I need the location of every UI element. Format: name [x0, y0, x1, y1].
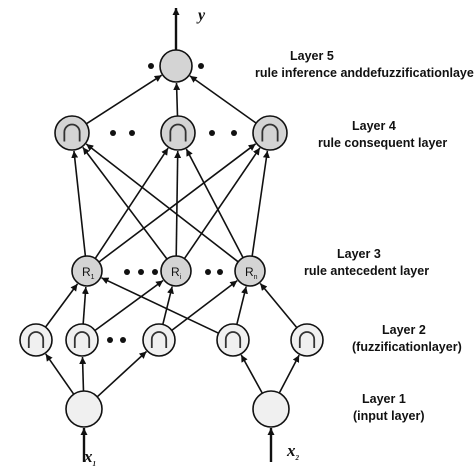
- membership-function-icon: [73, 331, 91, 348]
- layer1-title: Layer 1: [362, 392, 406, 406]
- edge-l2-l3: [81, 286, 89, 325]
- rule-node-subscript: i: [180, 274, 182, 281]
- layer4-node-2: [160, 115, 196, 151]
- rule-node-letter: R: [82, 265, 91, 279]
- edge-l2-l3: [44, 283, 79, 328]
- edge-l4-l5: [173, 82, 181, 117]
- ellipsis-dot: [198, 63, 204, 69]
- layer2-title: Layer 2: [382, 323, 426, 337]
- edge-l2-l3: [101, 277, 219, 334]
- membership-function-icon: [261, 123, 279, 142]
- layer3-rule-node-i: Ri: [160, 255, 192, 287]
- layer3-subtitle: rule antecedent layer: [304, 264, 429, 278]
- ellipsis-dot: [148, 63, 154, 69]
- ellipsis-dot: [231, 130, 237, 136]
- edge-l1-l2: [45, 353, 75, 395]
- layer1-input-node-x1: [65, 390, 103, 428]
- rule-node-label: Ri: [171, 265, 182, 281]
- ellipsis-dot: [120, 337, 126, 343]
- input-label-x1: x1: [83, 447, 96, 468]
- edge-l3-l4: [85, 143, 239, 263]
- layer3-rule-node-n: Rn: [234, 255, 266, 287]
- input-x1-subscript: 1: [93, 460, 97, 468]
- ellipsis-dots: [107, 63, 237, 343]
- layer4-title: Layer 4: [352, 119, 396, 133]
- layer2-node-x1-2: [65, 323, 99, 357]
- edge-l2-l3: [259, 282, 298, 329]
- edge-l4-l5: [189, 75, 257, 124]
- layer2-node-x1-3: [142, 323, 176, 357]
- edge-l3-l4: [71, 150, 87, 257]
- rule-node-subscript: n: [254, 274, 258, 281]
- layer4-node-1: [54, 115, 90, 151]
- edge-l3-l4: [183, 147, 261, 260]
- edge-l3-l4: [251, 150, 270, 257]
- edge-l1-l2: [278, 354, 300, 394]
- membership-function-icon: [150, 331, 168, 348]
- ellipsis-dot: [217, 269, 223, 275]
- rule-node-letter: R: [171, 265, 180, 279]
- layer2-node-x2-2: [290, 323, 324, 357]
- rule-node-label: Rn: [245, 265, 258, 281]
- membership-function-icon: [224, 331, 242, 348]
- layer5-subtitle: rule inference anddefuzzificationlaye: [255, 66, 474, 80]
- layer3-rule-node-1: R1: [71, 255, 103, 287]
- output-variable-y: y: [196, 7, 206, 24]
- edge-l1-l2: [79, 356, 87, 392]
- edge-l2-l3: [171, 280, 238, 331]
- edge-l1-l2: [96, 350, 148, 398]
- edge-l3-l4: [174, 150, 182, 257]
- input-label-x2: x2: [286, 441, 300, 462]
- membership-function-icon: [169, 123, 187, 142]
- layer5-output-node: [159, 49, 193, 83]
- membership-function-icon: [27, 331, 45, 348]
- layer3-title: Layer 3: [337, 247, 381, 261]
- ellipsis-dot: [138, 269, 144, 275]
- ellipsis-dot: [107, 337, 113, 343]
- input-x2-subscript: 2: [295, 454, 300, 462]
- layer1-input-node-x2: [252, 390, 290, 428]
- edge-l3-l4: [185, 148, 244, 259]
- ellipsis-dot: [124, 269, 130, 275]
- layer4-subtitle: rule consequent layer: [318, 136, 447, 150]
- membership-function-icon: [298, 331, 316, 348]
- edge-l2-l3: [94, 279, 164, 332]
- edge-l2-l3: [236, 286, 248, 325]
- ellipsis-dot: [110, 130, 116, 136]
- layer4-node-3: [252, 115, 288, 151]
- layer2-subtitle: (fuzzificationlayer): [352, 340, 462, 354]
- edge-l4-l5: [85, 74, 163, 125]
- ellipsis-dot: [152, 269, 158, 275]
- edge-l3-l4: [82, 146, 168, 260]
- connection-lines: [44, 8, 300, 462]
- layer2-node-x2-1: [216, 323, 250, 357]
- input-x1-name: x: [83, 447, 93, 466]
- ellipsis-dot: [209, 130, 215, 136]
- layer1-subtitle: (input layer): [353, 409, 425, 423]
- edge-l3-l4: [94, 147, 169, 259]
- rule-node-subscript: 1: [91, 274, 95, 281]
- membership-function-icon: [63, 123, 81, 142]
- input-x2-name: x: [286, 441, 296, 460]
- ellipsis-dot: [205, 269, 211, 275]
- edge-l1-l2: [240, 354, 264, 394]
- layer5-title: Layer 5: [290, 49, 334, 63]
- ellipsis-dot: [129, 130, 135, 136]
- edge-l2-l3: [162, 286, 174, 325]
- rule-node-letter: R: [245, 265, 254, 279]
- rule-node-label: R1: [82, 265, 95, 281]
- layer2-node-x1-1: [19, 323, 53, 357]
